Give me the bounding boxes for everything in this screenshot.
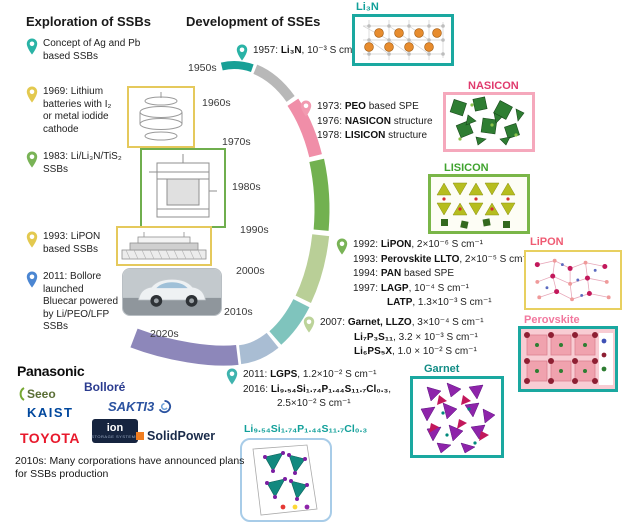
decade-label-2010s: 2010s [224,306,253,318]
arc-segment-2010s [238,332,279,365]
lgps-structure-image [240,438,332,522]
timeline-entry-line: 2.5×10⁻² S cm⁻¹ [277,398,351,409]
solidpower-logo-text: SolidPower [147,429,216,443]
seeo-logo: Seeo [17,387,56,401]
ssb-item-text: Concept of Ag and Pb based SSBs [43,38,141,62]
location-pin-icon [303,316,315,333]
decade-label-1960s: 1960s [202,97,231,109]
arc-segment-1980s [309,158,330,231]
bluecar-photo [122,268,222,316]
solidpower-logo: SolidPower [136,429,215,443]
sse-entry-2007: 2007: Garnet, LLZO, 3×10⁻⁴ S cm⁻¹ Li₇P₃S… [303,316,484,360]
seeo-mark-icon [19,387,25,401]
ion-logo-text: ion [106,422,124,434]
timeline-entry-line: 1993: Perovskite LLTO, 2×10⁻⁵ S cm⁻¹ [353,253,532,265]
arc-segment-1990s [295,234,330,303]
timeline-entry-line: 1973: PEO based SPE [317,101,419,112]
li3n-label: Li₃N [356,1,379,13]
timeline-entry-line: 1957: Li₃N, 10⁻³ S cm⁻¹ [253,45,361,56]
location-pin-icon [26,151,38,168]
decade-label-1950s: 1950s [188,62,217,74]
timeline-entry-line: 2007: Garnet, LLZO, 3×10⁻⁴ S cm⁻¹ [320,317,484,328]
footer-note: 2010s: Many corporations have announced … [15,455,245,480]
timeline-entry-line: Li₇P₃S₁₁, 3.2 × 10⁻³ S cm⁻¹ [354,331,478,343]
lgps-label: Li₉.₅₄Si₁.₇₄P₁.₄₄S₁₁.₇Cl₀.₃ [244,423,368,435]
sse-entry-1957: 1957: Li₃N, 10⁻³ S cm⁻¹ [236,44,361,61]
decade-label-1990s: 1990s [240,224,269,236]
location-pin-icon [300,100,312,117]
left-section-title: Exploration of SSBs [26,14,151,29]
location-pin-icon [26,86,38,103]
location-pin-icon [226,368,238,385]
timeline-entry-line: 1992: LiPON, 2×10⁻⁶ S cm⁻¹ [353,239,484,250]
ion-logo-subtext: STORAGE SYSTEMS [91,434,139,439]
lipon-device-schematic-image [116,226,212,266]
timeline-entry-line: 2011: LGPS, 1.2×10⁻² S cm⁻¹ [243,369,377,380]
location-pin-icon [26,38,38,55]
decade-label-1970s: 1970s [222,136,251,148]
location-pin-icon [26,231,38,248]
lisicon-structure-image [428,174,530,234]
nasicon-structure-image [443,92,535,152]
nasicon-label: NASICON [468,80,519,92]
sakti3-swirl-icon [159,399,172,414]
kaist-logo: KAIST [27,405,74,420]
arc-segment-1960s [253,64,295,102]
ssb-item-1983: 1983: Li/Li₃N/TiS₂ SSBs [26,151,135,176]
seeo-logo-text: Seeo [27,387,56,401]
sse-entry-1970s: 1973: PEO based SPE 1976: NASICON struct… [300,100,433,144]
toyota-logo: TOYOTA [20,430,81,446]
ssb-item-text: 1993: LiPON based SSBs [43,231,101,255]
decade-label-2020s: 2020s [150,328,179,340]
arc-segment-2000s [269,298,310,345]
ssb-item-text: 1983: Li/Li₃N/TiS₂ SSBs [43,151,122,175]
sse-entry-1990s: 1992: LiPON, 2×10⁻⁶ S cm⁻¹ 1993: Perovsk… [336,238,531,311]
ssb-item-concept: Concept of Ag and Pb based SSBs [26,38,151,63]
arc-segment-2020s [130,328,239,366]
decade-label-1980s: 1980s [232,181,261,193]
timeline-entry-line: LATP, 1.3×10⁻³ S cm⁻¹ [387,297,492,308]
lisicon-label: LISICON [444,162,489,174]
timeline-entry-line: 1997: LAGP, 10⁻⁴ S cm⁻¹ [353,282,470,294]
bollore-logo: Bolloré [84,380,126,394]
ion-storage-logo: ion STORAGE SYSTEMS [91,419,139,443]
center-section-title: Development of SSEs [186,14,321,29]
ssb-item-text: 2011: Bollore launched Bluecar powered b… [43,271,119,332]
solidpower-mark-icon [136,432,144,440]
sakti3-logo: SAKTI3 [108,399,172,414]
ssb-item-text: 1969: Lithium batteries with I₂ or metal… [43,86,112,135]
battery-1983-schematic-image [140,148,226,228]
battery-1969-schematic-image [127,86,195,148]
sse-entry-2011: 2011: LGPS, 1.2×10⁻² S cm⁻¹ 2016: Li₉.₅₄… [226,368,391,412]
panasonic-logo: Panasonic [17,363,85,379]
perovskite-label: Perovskite [524,314,580,326]
lipon-label: LiPON [530,236,564,248]
garnet-label: Garnet [424,363,460,375]
timeline-entry-line: 1994: PAN based SPE [353,268,454,279]
location-pin-icon [26,271,38,288]
timeline-entry-line: 2016: Li₉.₅₄Si₁.₇₄P₁.₄₄S₁₁.₇Cl₀.₃, [243,383,391,395]
lipon-structure-image [524,250,622,310]
sakti3-logo-text: SAKTI3 [108,399,155,414]
garnet-structure-image [410,376,504,458]
ssb-item-1969: 1969: Lithium batteries with I₂ or metal… [26,86,123,136]
ssb-item-1993: 1993: LiPON based SSBs [26,231,117,256]
timeline-entry-line: Li₆PS₅X, 1.0 × 10⁻² S cm⁻¹ [354,346,477,357]
li3n-structure-image [352,14,454,66]
location-pin-icon [236,44,248,61]
location-pin-icon [336,238,348,255]
ssb-item-2011: 2011: Bollore launched Bluecar powered b… [26,271,119,334]
timeline-entry-line: 1976: NASICON structure [317,115,433,127]
arc-segment-1950s [220,61,254,73]
timeline-entry-line: 1978: LISICON structure [317,130,428,141]
perovskite-structure-image [518,326,618,392]
decade-label-2000s: 2000s [236,265,265,277]
